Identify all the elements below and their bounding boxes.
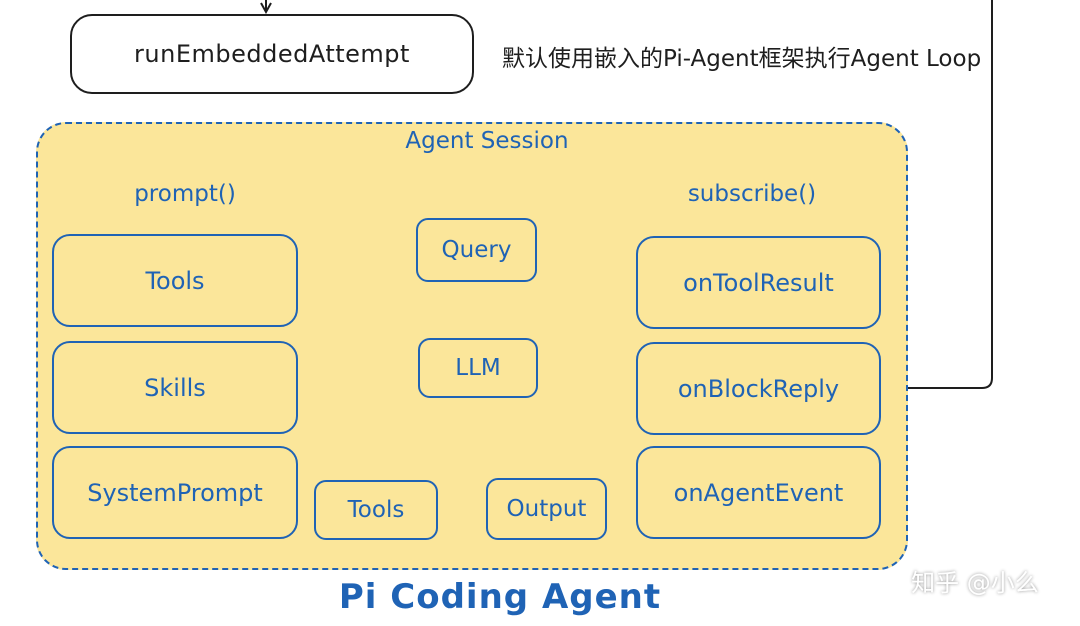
framework-caption: 默认使用嵌入的Pi-Agent框架执行Agent Loop	[502, 46, 982, 72]
subscribe-column-title: subscribe()	[687, 181, 817, 207]
output-label: Output	[506, 496, 587, 522]
query-node: Query	[416, 218, 537, 282]
tools-node: Tools	[314, 480, 438, 540]
subscribe-item-label: onBlockReply	[677, 374, 840, 403]
run-embedded-attempt-box: runEmbeddedAttempt	[70, 14, 474, 94]
run-embedded-attempt-label: runEmbeddedAttempt	[134, 40, 410, 68]
prompt-item-label: Skills	[144, 373, 206, 402]
subscribe-item-agent-event: onAgentEvent	[636, 446, 881, 539]
prompt-item-label: Tools	[145, 266, 205, 295]
output-node: Output	[486, 478, 607, 540]
agent-session-title: Agent Session	[405, 128, 569, 154]
zhihu-watermark: 知乎 @小么	[911, 568, 1039, 597]
prompt-item-label: SystemPrompt	[87, 478, 263, 507]
query-label: Query	[441, 237, 512, 263]
prompt-item-tools: Tools	[52, 234, 298, 327]
tools-label: Tools	[347, 497, 405, 523]
prompt-column-title: prompt()	[134, 181, 236, 207]
prompt-item-system-prompt: SystemPrompt	[52, 446, 298, 539]
subscribe-item-block-reply: onBlockReply	[636, 342, 881, 435]
subscribe-item-tool-result: onToolResult	[636, 236, 881, 329]
pi-coding-agent-title: Pi Coding Agent	[338, 577, 662, 617]
subscribe-item-label: onToolResult	[683, 268, 834, 297]
subscribe-item-label: onAgentEvent	[673, 478, 844, 507]
prompt-item-skills: Skills	[52, 341, 298, 434]
llm-node: LLM	[418, 338, 538, 398]
llm-label: LLM	[455, 355, 501, 381]
